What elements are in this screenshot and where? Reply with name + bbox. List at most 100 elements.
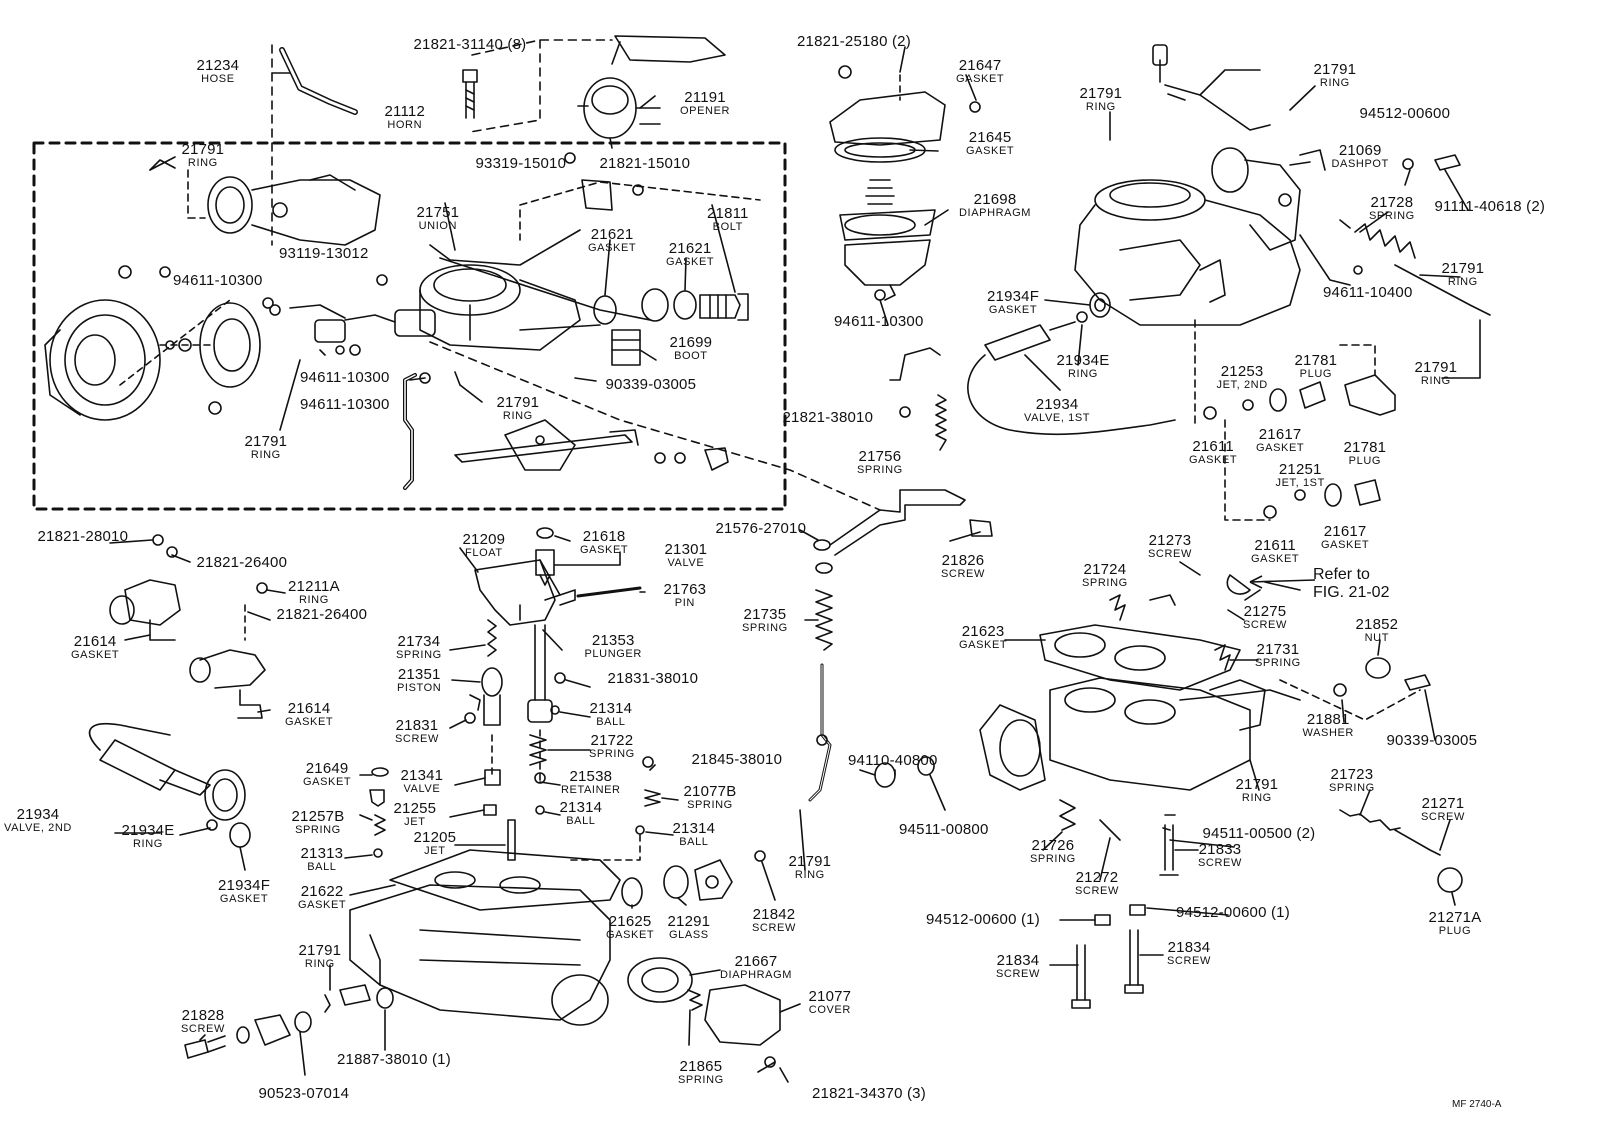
part-number: 21934F (218, 877, 271, 894)
part-number: 94512-00600 (1) (926, 911, 1040, 928)
boot-21699 (611, 329, 641, 366)
callout-21821-26400: 21821-26400 (197, 555, 288, 570)
part-number: 21751 (416, 204, 460, 221)
part-number: 21251 (1278, 461, 1322, 478)
part-number: 94512-00600 (1) (1176, 904, 1290, 921)
part-name: SCREW (1421, 811, 1465, 823)
part-number: 21791 (788, 853, 832, 870)
part-number: 21763 (663, 581, 707, 598)
part-number: 21209 (462, 531, 506, 548)
part-number: 21828 (181, 1007, 225, 1024)
part-number: 21834 (1167, 939, 1211, 956)
part-number: 21647 (958, 57, 1002, 74)
part-name: RING (1319, 77, 1350, 89)
part-number: 21756 (858, 448, 902, 465)
part-number: 90339-03005 (605, 376, 697, 393)
part-number: 21077 (808, 988, 852, 1005)
part-number: 21821-26400 (196, 554, 288, 571)
callout-94110-40800: 94110-40800 (848, 753, 938, 768)
part-name: SCREW (395, 733, 439, 745)
part-number: 21731 (1256, 641, 1300, 658)
part-name: SPRING (589, 748, 635, 760)
part-name: GASKET (588, 242, 637, 254)
part-number: 21275 (1243, 603, 1287, 620)
part-number: 21726 (1031, 837, 1075, 854)
part-number: 94611-10300 (173, 272, 263, 289)
part-number: 21865 (679, 1058, 723, 1075)
part-name: BALL (596, 716, 626, 728)
callout-94511-00500-2-: 94511-00500 (2) (1203, 826, 1316, 841)
callout-93119-13012: 93119-13012 (279, 246, 369, 261)
part-number: 21253 (1220, 363, 1264, 380)
reference-note: Refer to FIG. 21-02 (1313, 566, 1389, 603)
part-number: 21852 (1355, 616, 1399, 633)
part-number: 21538 (569, 768, 613, 785)
part-number: 21833 (1198, 841, 1242, 858)
part-number: 21781 (1343, 439, 1387, 456)
callout-94611-10300: 94611-10300 (300, 370, 390, 385)
part-number: 21301 (664, 541, 708, 558)
part-name: GASKET (1251, 553, 1300, 565)
part-name: GASKET (285, 716, 334, 728)
part-number: 21781 (1294, 352, 1338, 369)
part-name: VALVE, 1ST (1024, 412, 1091, 424)
fuel-union-bolt (593, 288, 749, 325)
part-number: 21649 (305, 760, 349, 777)
part-name: SPRING (857, 464, 903, 476)
callout-21887-38010-1-: 21887-38010 (1) (337, 1052, 451, 1067)
part-number: 21811 (707, 205, 749, 222)
callout-94511-00800: 94511-00800 (899, 822, 989, 837)
part-name: HORN (387, 119, 423, 131)
part-name: GASKET (988, 304, 1038, 316)
needle-valve-21301 (535, 527, 555, 586)
callout-94512-00600-1-: 94512-00600 (1) (926, 912, 1040, 927)
part-number: 93319-15010 (475, 155, 567, 172)
screw-91111-40618 (1402, 154, 1461, 171)
part-name: RING (1068, 368, 1098, 380)
part-name: SPRING (687, 799, 733, 811)
throttle-body-lower (979, 624, 1301, 841)
part-number: 21645 (968, 129, 1012, 146)
part-number: 21667 (734, 953, 778, 970)
part-number: 21611 (1192, 438, 1234, 455)
part-number: 21698 (973, 191, 1017, 208)
part-name: PISTON (397, 682, 442, 694)
part-number: 21271A (1428, 909, 1482, 926)
part-number: 21934F (987, 288, 1040, 305)
valve-2nd-21934 (88, 723, 251, 848)
throttle-body-upper-right (1074, 179, 1301, 326)
part-number: 21791 (496, 394, 540, 411)
part-name: SPRING (1030, 853, 1076, 865)
part-number: 21618 (582, 528, 626, 545)
part-name: UNION (418, 220, 458, 232)
callout-93319-15010: 93319-15010 (476, 156, 567, 171)
part-name: RING (304, 958, 335, 970)
part-name: GASKET (1256, 442, 1305, 454)
part-number: 94611-10300 (834, 313, 924, 330)
part-number: 21314 (559, 799, 603, 816)
part-number: 21617 (1323, 523, 1367, 540)
part-name: JET (404, 816, 426, 828)
part-number: 94511-00500 (2) (1202, 825, 1316, 842)
part-name: BALL (679, 836, 709, 848)
callout-94611-10300: 94611-10300 (300, 397, 390, 412)
part-number: 91111-40618 (2) (1434, 198, 1546, 215)
